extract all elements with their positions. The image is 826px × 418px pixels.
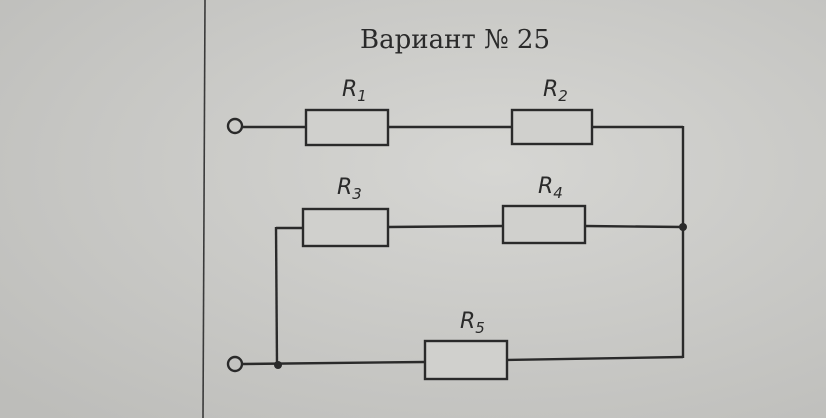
label-r1: R1 (342, 77, 367, 105)
resistor-r3 (301, 207, 390, 248)
margin-line (202, 0, 206, 418)
wires (242, 125, 685, 366)
resistor-r5 (423, 339, 509, 381)
input-terminal-top (226, 117, 244, 135)
input-terminal-bottom (226, 355, 244, 373)
variant-title: Вариант № 25 (360, 25, 550, 55)
label-r3: R3 (337, 175, 362, 203)
node-dot-right (679, 223, 687, 231)
resistor-r1 (304, 108, 390, 147)
label-r5: R5 (460, 309, 485, 337)
resistor-r4 (501, 204, 587, 245)
resistor-r2 (510, 108, 594, 146)
label-r2: R2 (543, 77, 568, 105)
node-dot-left (274, 361, 282, 369)
label-r4: R4 (538, 174, 563, 202)
